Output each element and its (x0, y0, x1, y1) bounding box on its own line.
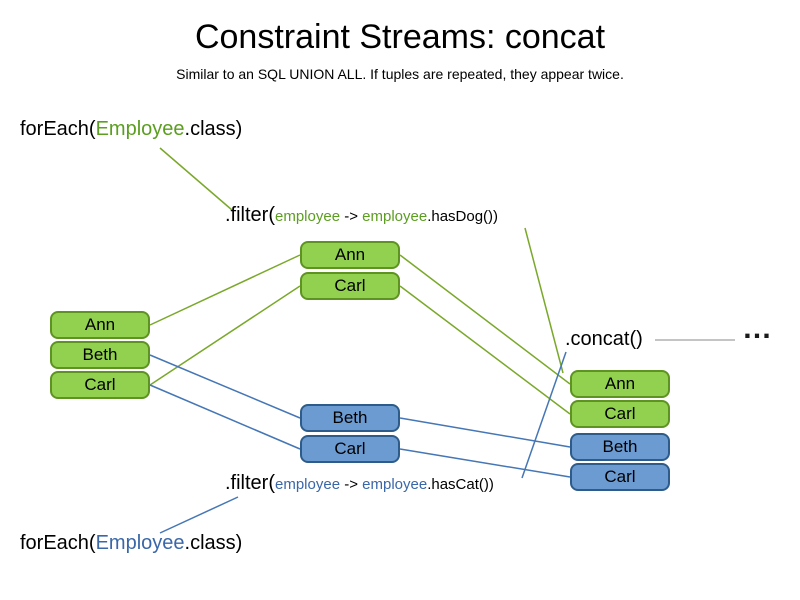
foreach-bottom-label: forEach(Employee.class) (20, 532, 242, 555)
edge-source-beth-to-cat-beth (149, 354, 301, 419)
cat-filtered-node-beth: Beth (300, 404, 400, 432)
filter-dog-param: employee (275, 208, 341, 225)
foreach-top-label: forEach(Employee.class) (20, 118, 242, 141)
concat-result-node-carl-green: Carl (570, 400, 670, 428)
dog-filtered-node-ann: Ann (300, 241, 400, 269)
filter-cat-param: employee (275, 476, 341, 493)
edge-source-carl-to-dog-carl (149, 285, 301, 386)
source-node-beth: Beth (50, 341, 150, 369)
edge-foreach-top-to-filter-dog (159, 147, 233, 211)
edge-cat-beth-to-result-beth (399, 417, 571, 448)
filter-dog-object: employee (362, 208, 428, 225)
edge-source-ann-to-dog-ann (149, 254, 301, 326)
concat-label: .concat() (565, 328, 643, 350)
concat-result-node-carl-blue: Carl (570, 463, 670, 491)
edge-cat-carl-to-result-carl (399, 448, 571, 478)
slide-title: Constraint Streams: concat (194, 18, 606, 56)
filter-cat-arrow: -> (340, 476, 363, 493)
filter-dog-label: .filter(employee -> employee.hasDog()) (225, 204, 498, 227)
filter-cat-prefix: .filter( (225, 472, 275, 494)
foreach-bottom-suffix: .class) (184, 532, 243, 554)
edge-filter-dog-to-concat (524, 227, 564, 374)
ellipsis-label: … (742, 312, 774, 345)
concat-result-node-beth: Beth (570, 433, 670, 461)
concat-result-node-ann: Ann (570, 370, 670, 398)
filter-dog-arrow: -> (340, 208, 363, 225)
edge-dog-ann-to-result-ann (399, 254, 571, 385)
filter-cat-object: employee (362, 476, 428, 493)
foreach-bottom-classname: Employee (95, 532, 185, 554)
foreach-top-prefix: forEach( (20, 118, 96, 140)
edge-dog-carl-to-result-carl (399, 285, 571, 415)
foreach-top-classname: Employee (95, 118, 185, 140)
slide-subtitle: Similar to an SQL UNION ALL. If tuples a… (176, 66, 624, 82)
source-node-ann: Ann (50, 311, 150, 339)
dog-filtered-node-carl: Carl (300, 272, 400, 300)
filter-dog-suffix: .hasDog()) (427, 208, 499, 225)
cat-filtered-node-carl: Carl (300, 435, 400, 463)
edge-filter-cat-to-concat (521, 351, 567, 479)
edge-source-carl-to-cat-carl (149, 384, 301, 450)
foreach-bottom-prefix: forEach( (20, 532, 96, 554)
edge-foreach-bottom-to-filter-cat (159, 496, 239, 534)
foreach-top-suffix: .class) (184, 118, 243, 140)
filter-cat-label: .filter(employee -> employee.hasCat()) (225, 472, 494, 495)
filter-cat-suffix: .hasCat()) (427, 476, 494, 493)
source-node-carl: Carl (50, 371, 150, 399)
filter-dog-prefix: .filter( (225, 204, 275, 226)
